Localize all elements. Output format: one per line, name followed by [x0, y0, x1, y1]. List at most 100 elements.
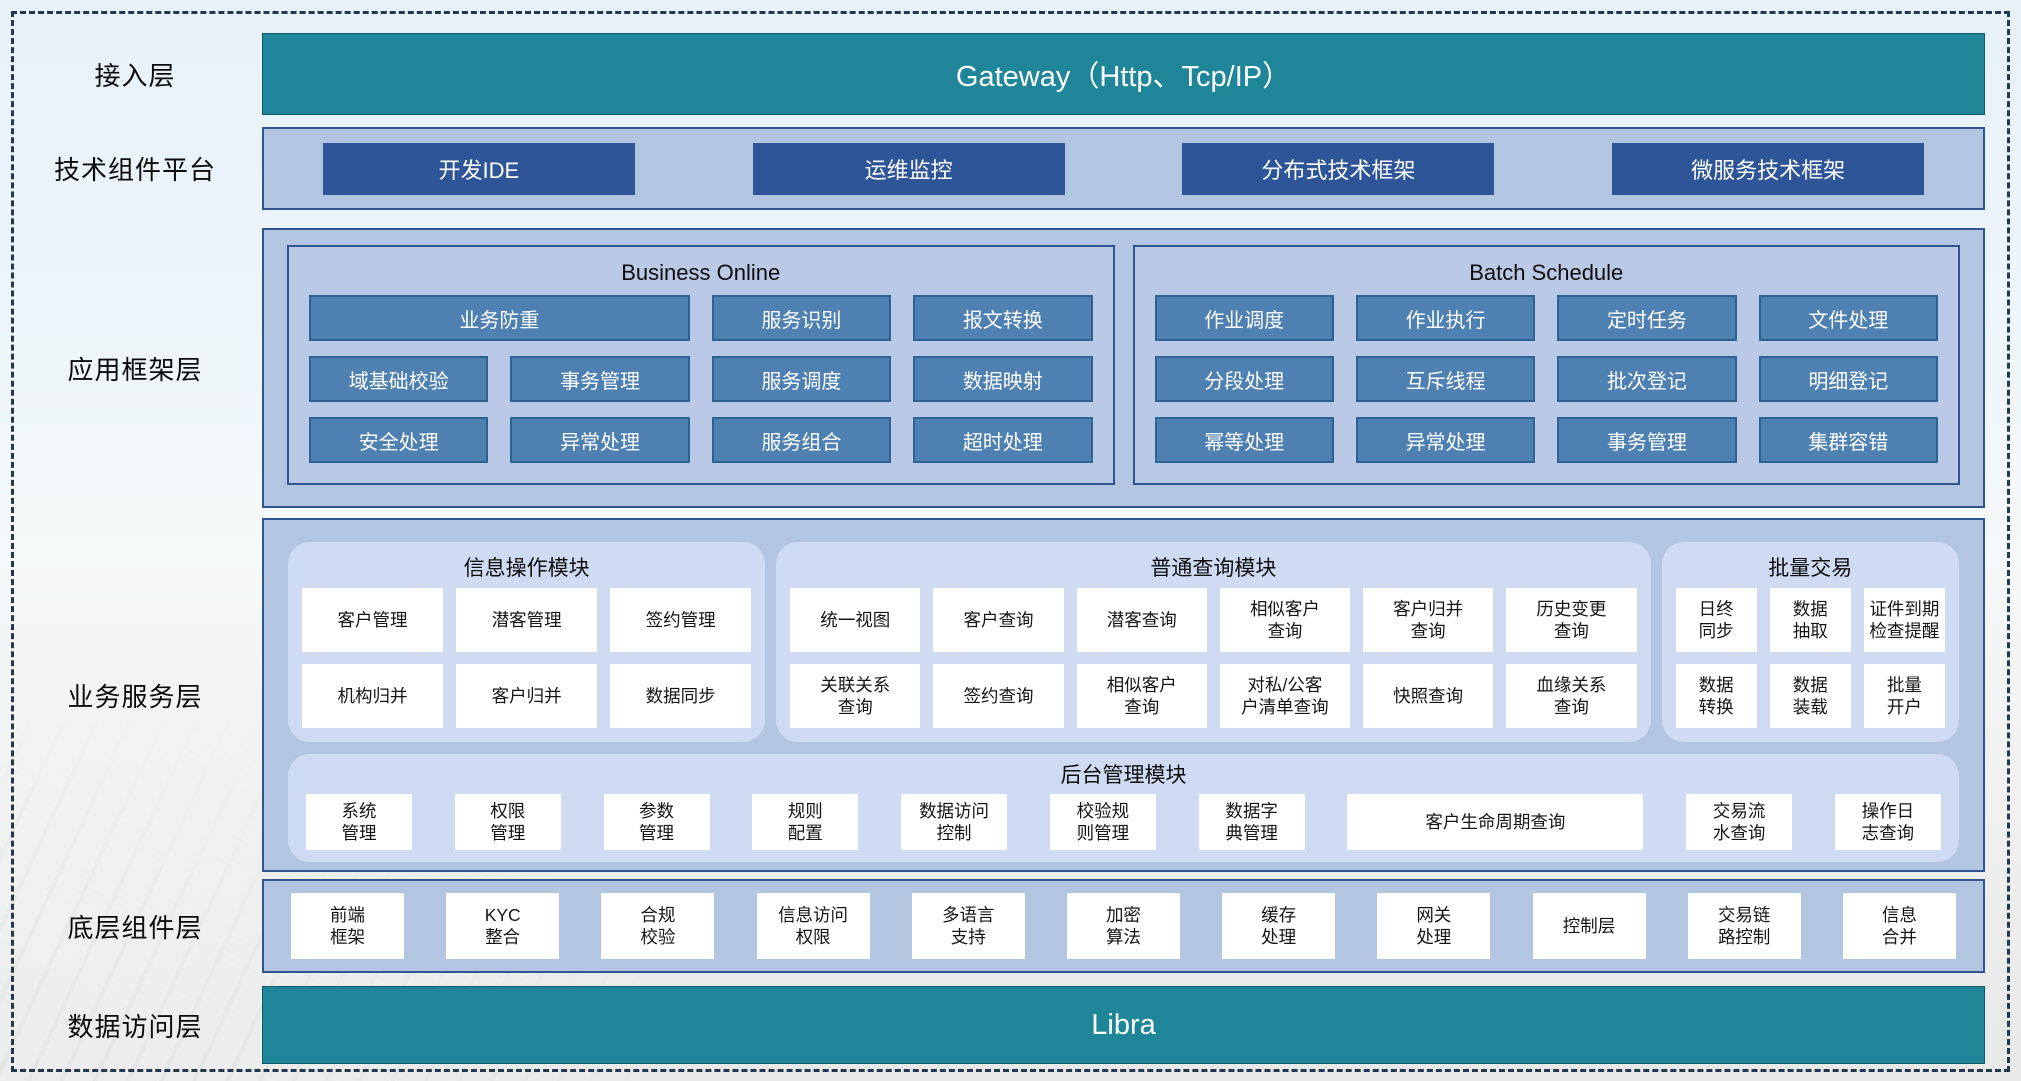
admin-card: 数据字 典管理 — [1198, 794, 1305, 850]
info-operations-cards: 客户管理潜客管理签约管理机构归并客户归并数据同步 — [302, 588, 752, 728]
base-component-card: 信息 合并 — [1842, 893, 1956, 959]
service-card: 批量 开户 — [1863, 664, 1945, 728]
panel-title: Business Online — [621, 260, 781, 285]
batch-schedule-grid: 作业调度作业执行定时任务文件处理分段处理互斥线程批次登记明细登记幂等处理异常处理… — [1154, 295, 1938, 463]
app-framework-box: Business Online 业务防重服务识别报文转换域基础校验事务管理服务调… — [262, 228, 1985, 508]
service-card: 数据 抽取 — [1769, 588, 1851, 652]
service-card: 相似客户 查询 — [1219, 588, 1351, 652]
framework-capability-button: 业务防重 — [309, 295, 690, 341]
service-card: 数据同步 — [610, 664, 752, 728]
module-common-query: 普通查询模块 统一视图客户查询潜客查询相似客户 查询客户归并 查询历史变更 查询… — [776, 542, 1651, 742]
admin-card: 系统 管理 — [306, 794, 412, 850]
base-component-card: 交易链 路控制 — [1687, 893, 1801, 959]
base-component-card: 合规 校验 — [601, 893, 715, 959]
service-card: 客户管理 — [302, 588, 444, 652]
business-modules-row: 信息操作模块 客户管理潜客管理签约管理机构归并客户归并数据同步 普通查询模块 统… — [288, 542, 1959, 742]
module-title: 普通查询模块 — [1150, 557, 1277, 580]
business-online-grid: 业务防重服务识别报文转换域基础校验事务管理服务调度数据映射安全处理异常处理服务组… — [309, 295, 1093, 463]
batch-trade-cards: 日终 同步数据 抽取证件到期 检查提醒数据 转换数据 装载批量 开户 — [1675, 588, 1946, 728]
framework-capability-button: 作业执行 — [1355, 295, 1536, 341]
layer-label-data-access: 数据访问层 — [67, 1011, 203, 1042]
base-component-card: 网关 处理 — [1377, 893, 1491, 959]
service-card: 关联关系 查询 — [790, 664, 921, 728]
module-info-operations: 信息操作模块 客户管理潜客管理签约管理机构归并客户归并数据同步 — [288, 542, 766, 742]
service-card: 对私/公客 户清单查询 — [1219, 664, 1351, 728]
tech-component-button: 运维监控 — [752, 142, 1065, 195]
framework-capability-button: 事务管理 — [1557, 417, 1737, 463]
layer-label-business-services: 业务服务层 — [67, 681, 203, 712]
base-component-card: 信息访问 权限 — [756, 893, 870, 959]
base-component-card: 多语言 支持 — [911, 893, 1025, 959]
module-title: 后台管理模块 — [1060, 764, 1187, 787]
admin-card: 客户生命周期查询 — [1347, 794, 1644, 850]
service-card: 潜客管理 — [456, 588, 598, 652]
service-card: 潜客查询 — [1076, 588, 1207, 652]
framework-capability-button: 文件处理 — [1758, 295, 1938, 341]
service-card: 客户归并 — [456, 664, 598, 728]
framework-capability-button: 作业调度 — [1154, 295, 1334, 341]
common-query-cards: 统一视图客户查询潜客查询相似客户 查询客户归并 查询历史变更 查询关联关系 查询… — [790, 588, 1637, 728]
service-card: 快照查询 — [1363, 664, 1494, 728]
framework-capability-button: 互斥线程 — [1355, 356, 1536, 402]
service-card: 血缘关系 查询 — [1506, 664, 1637, 728]
service-card: 数据 转换 — [1675, 664, 1757, 728]
base-component-card: 前端 框架 — [291, 893, 404, 959]
admin-card: 交易流 水查询 — [1686, 794, 1793, 850]
admin-cards: 系统 管理权限 管理参数 管理规则 配置数据访问 控制校验规 则管理数据字 典管… — [306, 794, 1941, 850]
service-card: 日终 同步 — [1675, 588, 1757, 652]
admin-card: 数据访问 控制 — [901, 794, 1008, 850]
business-services-box: 信息操作模块 客户管理潜客管理签约管理机构归并客户归并数据同步 普通查询模块 统… — [262, 518, 1985, 872]
service-card: 机构归并 — [302, 664, 444, 728]
layer-label-access: 接入层 — [94, 60, 176, 91]
framework-capability-button: 事务管理 — [510, 356, 690, 402]
libra-bar: Libra — [262, 986, 1985, 1064]
layer-label-tech-platform: 技术组件平台 — [53, 155, 216, 185]
module-admin: 后台管理模块 系统 管理权限 管理参数 管理规则 配置数据访问 控制校验规 则管… — [288, 754, 1959, 862]
base-component-card: KYC 整合 — [446, 893, 560, 959]
framework-capability-button: 定时任务 — [1557, 295, 1737, 341]
tech-component-button: 开发IDE — [322, 142, 635, 195]
admin-card: 规则 配置 — [752, 794, 859, 850]
framework-capability-button: 幂等处理 — [1154, 417, 1334, 463]
framework-capability-button: 安全处理 — [309, 417, 489, 463]
base-component-card: 控制层 — [1532, 893, 1646, 959]
admin-card: 参数 管理 — [603, 794, 710, 850]
framework-capability-button: 异常处理 — [510, 417, 690, 463]
framework-capability-button: 明细登记 — [1758, 356, 1938, 402]
framework-capability-button: 服务组合 — [711, 417, 892, 463]
framework-capability-button: 报文转换 — [913, 295, 1093, 341]
tech-platform-row: 开发IDE 运维监控 分布式技术框架 微服务技术框架 — [262, 127, 1985, 210]
service-card: 统一视图 — [790, 588, 921, 652]
service-card: 签约管理 — [610, 588, 752, 652]
service-card: 证件到期 检查提醒 — [1863, 588, 1945, 652]
service-card: 历史变更 查询 — [1506, 588, 1637, 652]
module-title: 批量交易 — [1768, 557, 1853, 580]
module-title: 信息操作模块 — [463, 557, 590, 580]
base-component-card: 缓存 处理 — [1222, 893, 1336, 959]
framework-capability-button: 服务识别 — [711, 295, 892, 341]
layer-label-app-framework: 应用框架层 — [67, 354, 203, 385]
tech-component-button: 分布式技术框架 — [1182, 142, 1495, 195]
service-card: 相似客户 查询 — [1076, 664, 1207, 728]
framework-capability-button: 分段处理 — [1154, 356, 1334, 402]
framework-capability-button: 数据映射 — [913, 356, 1093, 402]
service-card: 签约查询 — [933, 664, 1064, 728]
module-batch-trade: 批量交易 日终 同步数据 抽取证件到期 检查提醒数据 转换数据 装载批量 开户 — [1661, 542, 1959, 742]
dashed-border-frame — [11, 11, 2010, 1072]
framework-capability-button: 集群容错 — [1758, 417, 1938, 463]
layer-label-base-components: 底层组件层 — [67, 912, 203, 943]
service-card: 数据 装载 — [1769, 664, 1851, 728]
service-card: 客户归并 查询 — [1363, 588, 1494, 652]
base-components-box: 前端 框架 KYC 整合合规 校验信息访问 权限多语言 支持加密 算法缓存 处理网… — [262, 879, 1985, 973]
tech-component-button: 微服务技术框架 — [1612, 142, 1925, 195]
panel-title: Batch Schedule — [1469, 260, 1624, 285]
framework-capability-button: 异常处理 — [1355, 417, 1536, 463]
framework-capability-button: 超时处理 — [913, 417, 1093, 463]
base-component-card: 加密 算法 — [1066, 893, 1180, 959]
framework-capability-button: 批次登记 — [1557, 356, 1737, 402]
business-online-panel: Business Online 业务防重服务识别报文转换域基础校验事务管理服务调… — [287, 245, 1115, 485]
batch-schedule-panel: Batch Schedule 作业调度作业执行定时任务文件处理分段处理互斥线程批… — [1132, 245, 1960, 485]
framework-capability-button: 域基础校验 — [309, 356, 489, 402]
admin-card: 校验规 则管理 — [1049, 794, 1156, 850]
gateway-bar: Gateway（Http、Tcp/IP） — [262, 33, 1985, 115]
